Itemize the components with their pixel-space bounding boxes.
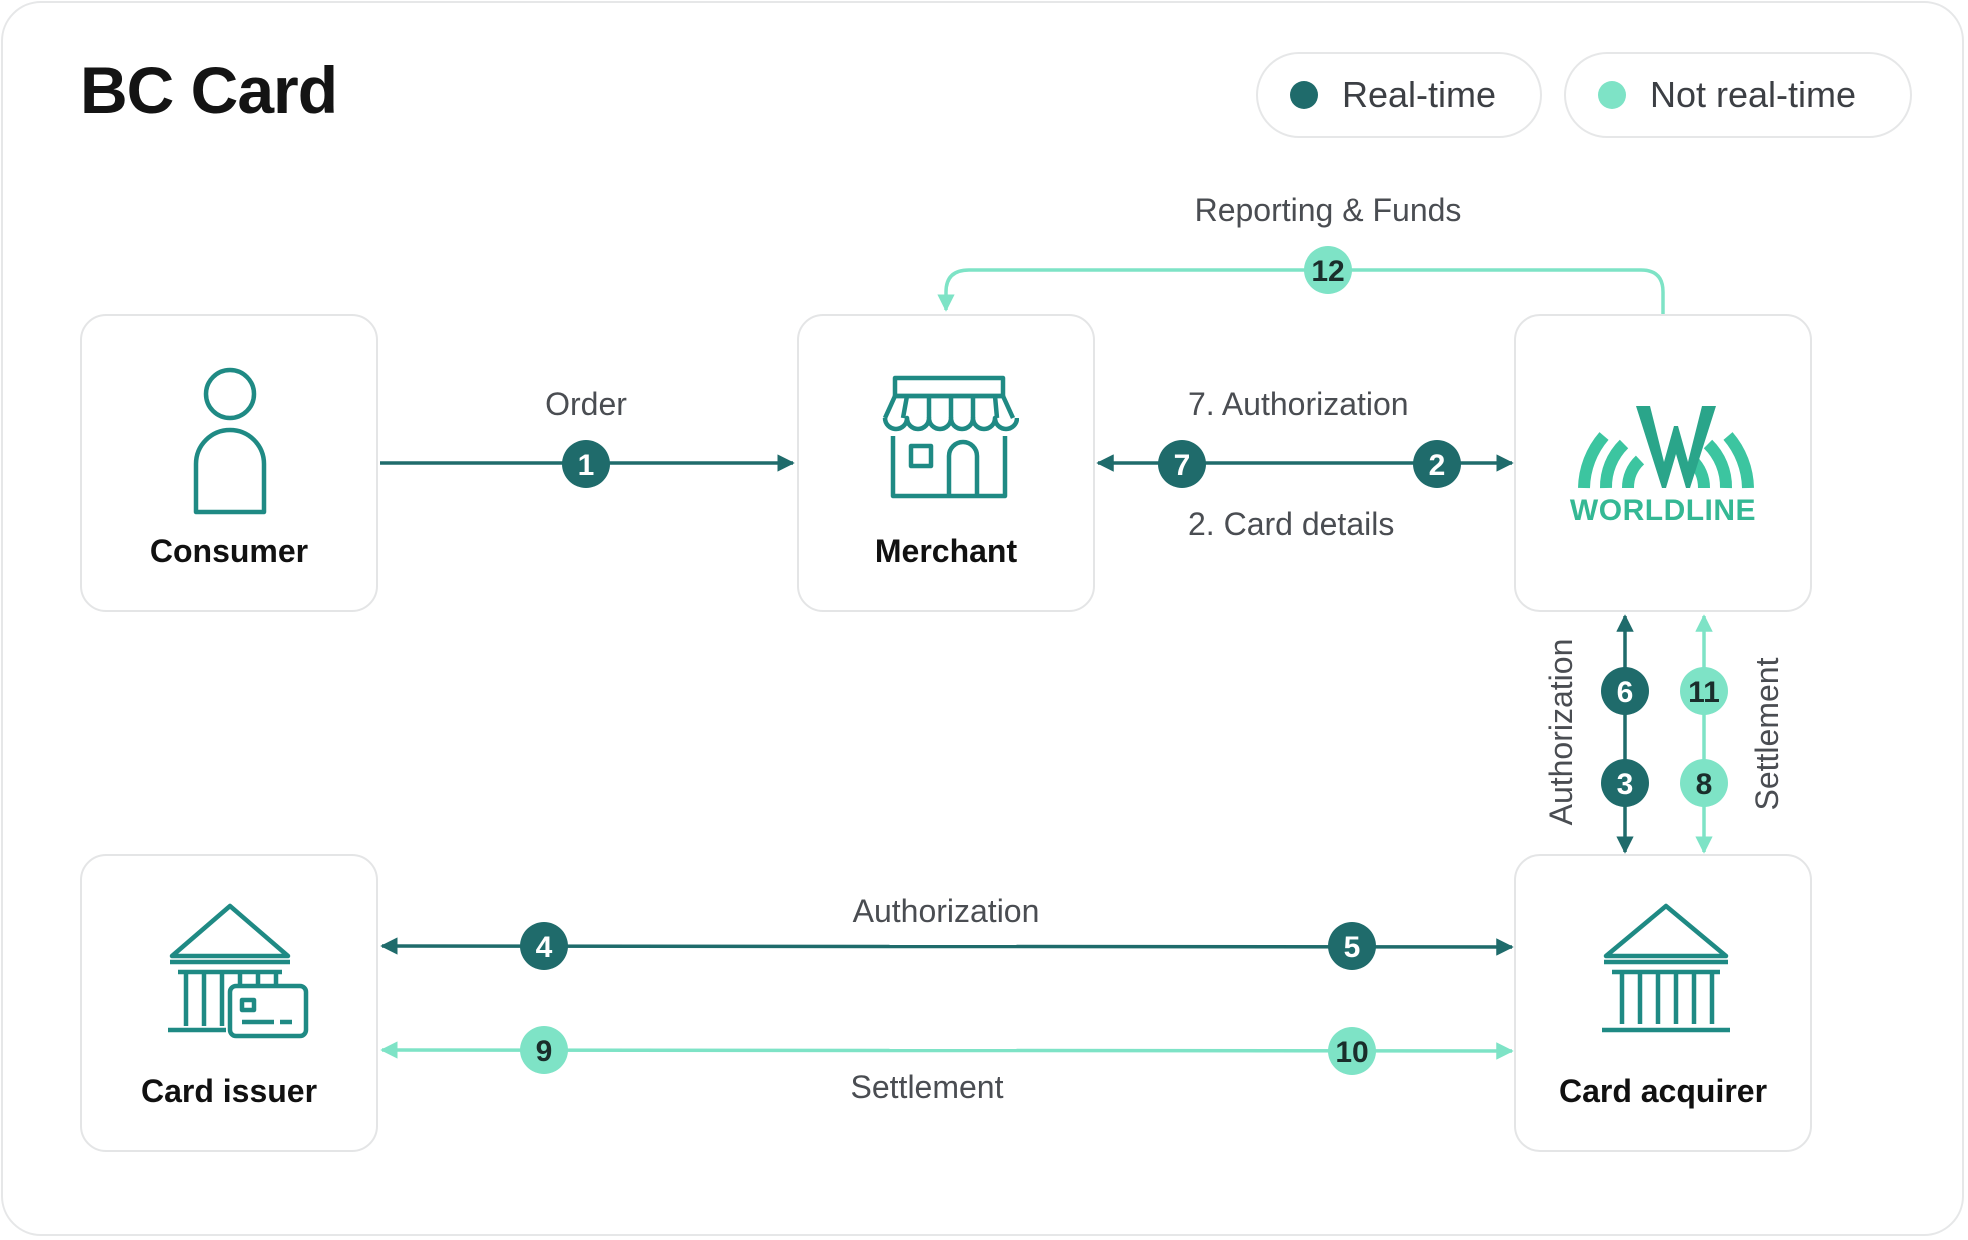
node-consumer: Consumer [80,314,378,612]
node-label-card-acquirer: Card acquirer [1558,1073,1768,1109]
page-title: BC Card [80,53,338,127]
node-label-consumer: Consumer [149,533,309,569]
step-badge-4: 4 [520,922,568,970]
edge-label-order: Order [545,386,627,422]
step-number-8: 8 [1696,768,1713,801]
legend-real-time: Real-time [1256,52,1542,138]
step-number-7: 7 [1174,449,1191,482]
legend-dot-real-time [1290,81,1318,109]
legend-label-real-time: Real-time [1342,74,1497,115]
edge-reporting-funds [937,268,1665,314]
legend-not-real-time: Not real-time [1564,52,1912,138]
step-number-11: 11 [1688,676,1720,709]
bank-icon [1602,903,1730,1033]
worldline-wordmark: WORLDLINE [1569,494,1757,527]
legend-label-not-real-time: Not real-time [1650,74,1857,115]
step-number-4: 4 [536,931,553,964]
edge-label-card-details-2: 2. Card details [1188,506,1394,542]
node-label-merchant: Merchant [874,533,1018,569]
node-merchant: Merchant [797,314,1095,612]
edge-label-authorization-7: 7. Authorization [1188,386,1409,422]
step-number-9: 9 [536,1035,553,1068]
step-number-6: 6 [1617,676,1634,709]
step-number-10: 10 [1335,1036,1368,1069]
node-card-issuer: Card issuer [80,854,378,1152]
step-badge-1: 1 [562,440,610,488]
node-label-card-issuer: Card issuer [140,1073,318,1109]
edge-label-settlement-bottom: Settlement [851,1069,1004,1105]
step-number-1: 1 [578,449,595,482]
storefront-icon [882,375,1019,499]
edge-issuer-acquirer-authorization [380,937,1514,956]
step-badge-3: 3 [1601,759,1649,807]
step-badge-5: 5 [1328,922,1376,970]
step-badge-7: 7 [1158,440,1206,488]
edge-label-reporting-funds: Reporting & Funds [1195,192,1462,228]
step-badge-12: 12 [1304,246,1352,294]
legend-dot-not-real-time [1598,81,1626,109]
step-number-3: 3 [1617,768,1634,801]
worldline-logo-icon [1578,406,1754,489]
step-badge-11: 11 [1680,667,1728,715]
node-card-acquirer: Card acquirer [1514,854,1812,1152]
person-icon [193,367,267,515]
edge-label-authorization-bottom: Authorization [853,893,1040,929]
step-number-5: 5 [1344,931,1361,964]
step-badge-10: 10 [1328,1027,1376,1075]
edge-issuer-acquirer-settlement [380,1041,1514,1060]
step-number-2: 2 [1429,449,1446,482]
step-badge-2: 2 [1413,440,1461,488]
step-badge-6: 6 [1601,667,1649,715]
edge-label-settlement-vertical: Settlement [1749,657,1785,810]
bank-card-icon [168,903,309,1039]
step-badge-9: 9 [520,1026,568,1074]
step-badge-8: 8 [1680,759,1728,807]
step-number-12: 12 [1311,255,1344,288]
node-worldline: WORLDLINE [1514,314,1812,612]
edge-label-authorization-vertical: Authorization [1543,639,1579,826]
